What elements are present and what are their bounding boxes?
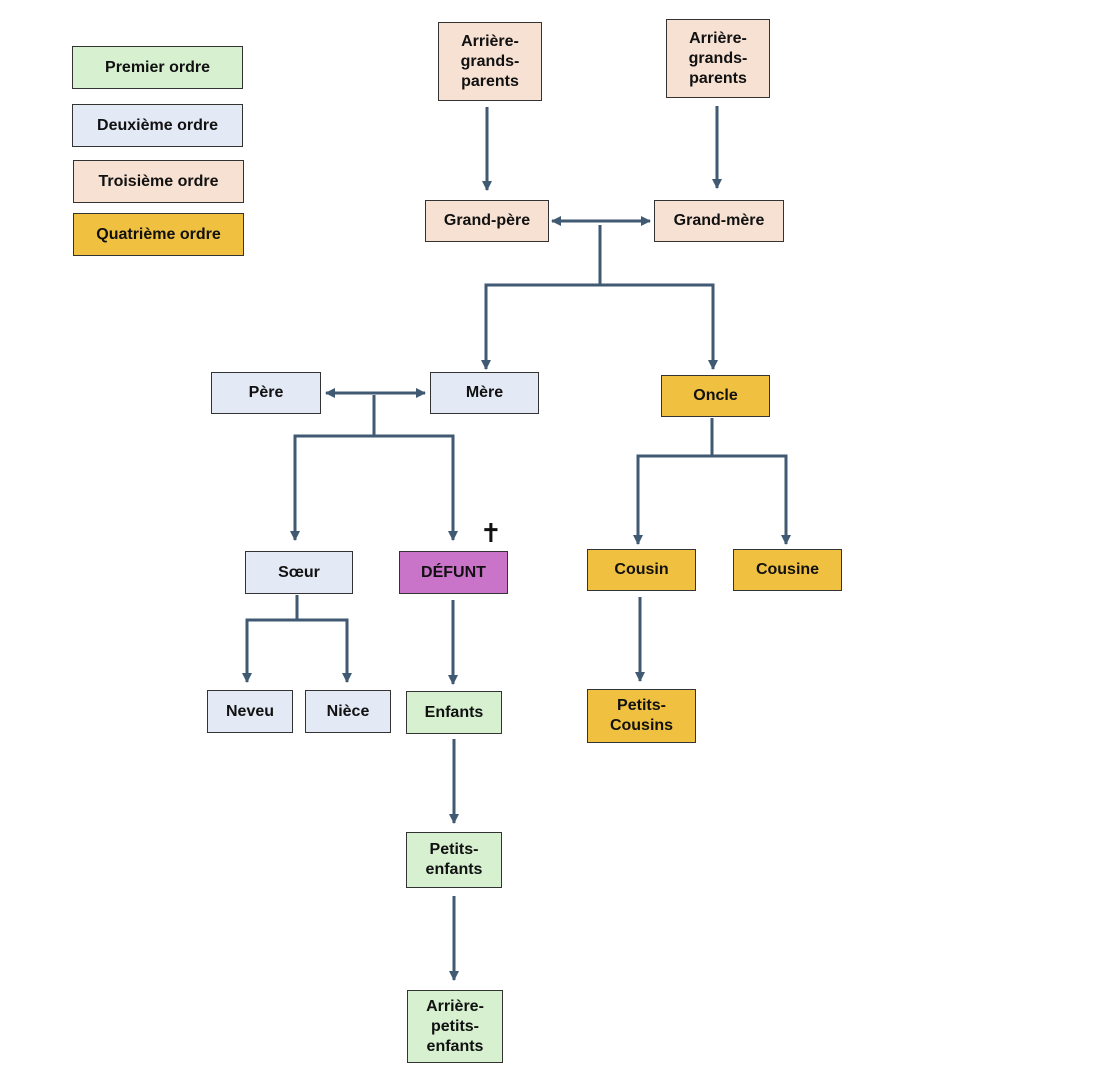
- node-label: Oncle: [693, 387, 738, 404]
- node-soeur: Sœur: [245, 551, 353, 594]
- node-enfants: Enfants: [406, 691, 502, 734]
- node-niece: Nièce: [305, 690, 391, 733]
- legend-item-troisieme-ordre: Troisième ordre: [73, 160, 244, 203]
- node-label: Petits- enfants: [425, 841, 483, 878]
- branch-soeur-to-niece: [297, 618, 352, 683]
- node-label: Sœur: [278, 563, 320, 581]
- node-label: Arrière- grands- parents: [688, 29, 748, 87]
- branch-grandparents-to-mere: [481, 225, 602, 370]
- node-label: Grand-père: [443, 212, 531, 229]
- node-arriere-grands-parents-left: Arrière- grands- parents: [438, 22, 542, 101]
- node-grand-pere: Grand-père: [425, 200, 549, 242]
- node-label: Cousin: [614, 561, 669, 578]
- branch-parents-to-soeur: [290, 395, 376, 541]
- node-label: Neveu: [225, 702, 275, 720]
- legend-item-quatrieme-ordre: Quatrième ordre: [73, 213, 244, 256]
- node-petits-cousins: Petits- Cousins: [587, 689, 696, 743]
- node-arriere-petits-enfants: Arrière- petits- enfants: [407, 990, 503, 1063]
- node-label: Petits- Cousins: [609, 697, 674, 734]
- node-neveu: Neveu: [207, 690, 293, 733]
- node-label: Arrière- petits- enfants: [426, 997, 484, 1055]
- node-label: DÉFUNT: [421, 563, 486, 581]
- node-arriere-grands-parents-right: Arrière- grands- parents: [666, 19, 770, 98]
- node-label: Père: [248, 384, 284, 401]
- node-cousine: Cousine: [733, 549, 842, 591]
- branch-oncle-to-cousine: [712, 454, 791, 545]
- branch-soeur-to-neveu: [242, 595, 299, 683]
- legend-label: Troisième ordre: [98, 172, 219, 190]
- legend-label: Quatrième ordre: [96, 225, 221, 243]
- node-label: Arrière- grands- parents: [460, 32, 520, 90]
- node-mere: Mère: [430, 372, 539, 414]
- branch-oncle-to-cousin: [633, 418, 714, 545]
- node-defunt: DÉFUNT: [399, 551, 508, 594]
- branch-grandparents-to-oncle: [600, 283, 718, 370]
- legend-label: Premier ordre: [105, 58, 210, 76]
- branch-parents-to-defunt: [374, 434, 458, 541]
- node-label: Cousine: [755, 561, 820, 578]
- legend-label: Deuxième ordre: [97, 116, 218, 134]
- node-grand-mere: Grand-mère: [654, 200, 784, 242]
- deceased-cross-icon: ✝: [480, 518, 502, 548]
- node-label: Mère: [465, 384, 504, 401]
- node-label: Enfants: [424, 703, 484, 721]
- node-oncle: Oncle: [661, 375, 770, 417]
- node-pere: Père: [211, 372, 321, 414]
- node-label: Nièce: [326, 702, 370, 720]
- node-petits-enfants: Petits- enfants: [406, 832, 502, 888]
- legend-item-deuxieme-ordre: Deuxième ordre: [72, 104, 243, 147]
- legend-item-premier-ordre: Premier ordre: [72, 46, 243, 89]
- node-label: Grand-mère: [673, 212, 765, 229]
- node-cousin: Cousin: [587, 549, 696, 591]
